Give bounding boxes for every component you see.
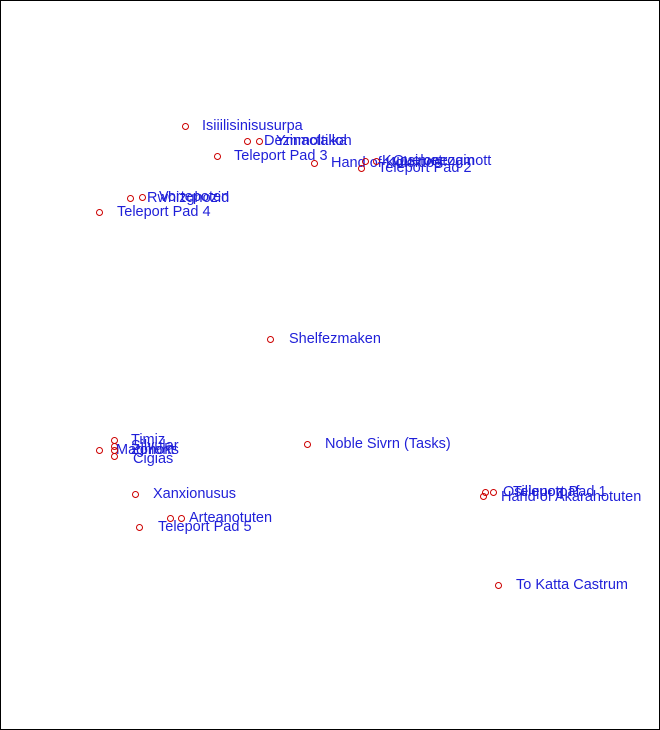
location-label: Rwhizghozid: [147, 190, 230, 206]
location-label: Ymmoltikoh: [276, 133, 352, 149]
location-marker[interactable]: [132, 491, 139, 498]
location-marker[interactable]: [495, 582, 502, 589]
location-label: Isiiilisinisusurpa: [202, 118, 303, 134]
location-label: Teleport Pad 5: [158, 519, 252, 535]
location-label: Hand of Akarahotuten: [501, 489, 642, 505]
location-label: Osiliquotpaf: [503, 484, 580, 500]
location-marker[interactable]: [311, 160, 318, 167]
location-label: Teleport Pad 1: [513, 484, 607, 500]
location-marker[interactable]: [182, 123, 189, 130]
location-label: Arteanotuten: [189, 510, 273, 526]
location-label: Timiz: [131, 432, 166, 448]
location-label: Teleport Pad 2: [378, 160, 472, 176]
location-label: Kuosimetrogin: [382, 153, 475, 169]
location-label: Magmoks: [116, 442, 179, 458]
location-label: Teleport Pad 4: [117, 204, 211, 220]
location-marker[interactable]: [490, 489, 497, 496]
location-marker[interactable]: [373, 158, 380, 165]
location-label: Teleport Pad 3: [234, 148, 328, 164]
location-marker[interactable]: [111, 453, 118, 460]
location-label: Quelonezamott: [393, 153, 492, 169]
location-marker[interactable]: [214, 153, 221, 160]
location-label: To Katta Castrum: [516, 577, 629, 593]
location-label: Xanxionusus: [153, 486, 237, 502]
location-marker[interactable]: [244, 138, 251, 145]
location-marker[interactable]: [127, 195, 134, 202]
location-label: Silvular: [131, 438, 179, 454]
location-marker[interactable]: [167, 515, 174, 522]
location-marker[interactable]: [178, 515, 185, 522]
location-marker[interactable]: [96, 447, 103, 454]
location-label: Noble Sivrn (Tasks): [325, 436, 451, 452]
location-label: Vortepoten: [159, 189, 230, 205]
location-marker[interactable]: [96, 209, 103, 216]
location-marker[interactable]: [362, 158, 369, 165]
location-marker[interactable]: [256, 138, 263, 145]
location-label: Shelfezmaken: [289, 331, 381, 347]
location-label: Cigias: [133, 451, 174, 467]
location-marker[interactable]: [136, 524, 143, 531]
location-marker[interactable]: [304, 441, 311, 448]
location-label: Dezinactalka: [264, 133, 348, 149]
location-marker[interactable]: [480, 493, 487, 500]
location-marker[interactable]: [267, 336, 274, 343]
location-label: Zollorit: [131, 442, 175, 458]
location-marker[interactable]: [358, 165, 365, 172]
location-marker[interactable]: [139, 194, 146, 201]
